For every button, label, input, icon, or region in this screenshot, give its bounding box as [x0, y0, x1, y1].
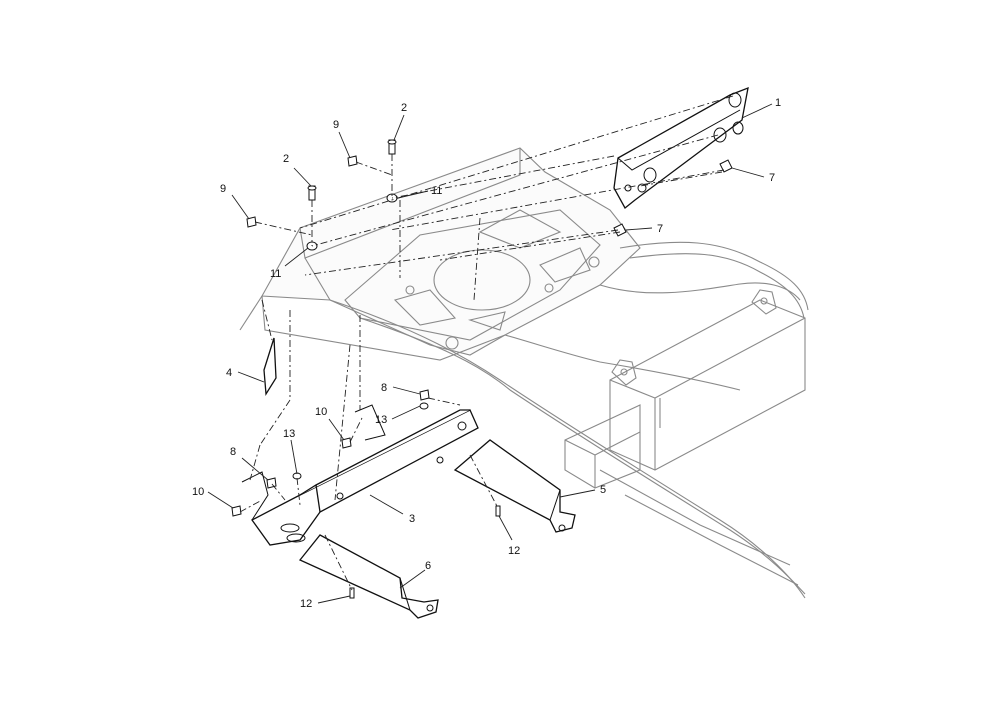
part-5-plate — [453, 439, 576, 533]
part-3-bracket — [241, 404, 479, 546]
part-6-plate — [298, 534, 439, 619]
callout-9-right: 9 — [333, 119, 339, 131]
part-2-bolt-left — [307, 185, 317, 201]
callout-6: 6 — [425, 560, 431, 572]
machine-frame — [239, 147, 809, 599]
callout-12-right: 12 — [508, 545, 520, 557]
callout-9-left: 9 — [220, 183, 226, 195]
callout-1: 1 — [775, 97, 781, 109]
callout-13-left: 13 — [283, 428, 295, 440]
part-8-bolt-right — [419, 389, 430, 401]
callout-labels: 1 2 2 3 4 5 6 7 7 8 8 9 9 10 10 11 11 12… — [192, 97, 781, 610]
callout-10-lower: 10 — [192, 486, 204, 498]
part-8-bolt-left — [266, 477, 277, 489]
part-4-panel — [263, 337, 277, 397]
part-9-bolt-right — [347, 155, 358, 167]
callout-13-right: 13 — [375, 414, 387, 426]
callout-3: 3 — [409, 513, 415, 525]
part-10-bolt-lower — [231, 505, 242, 517]
part-9-bolt-left — [246, 216, 257, 228]
callout-10-upper: 10 — [315, 406, 327, 418]
assembly-lines — [239, 95, 734, 591]
callout-8-left: 8 — [230, 446, 236, 458]
part-1-shield — [613, 86, 749, 209]
part-12-fastener-left — [349, 587, 355, 599]
part-12-fastener-right — [495, 505, 501, 517]
part-10-bolt-upper — [341, 437, 352, 449]
callout-11-left: 11 — [270, 268, 281, 280]
leader-lines — [207, 103, 773, 604]
part-13-nut-right — [419, 402, 429, 410]
callout-2-left: 2 — [283, 153, 289, 165]
part-2-bolt-right — [387, 139, 397, 155]
callout-7-lower: 7 — [657, 223, 663, 235]
callout-11-right: 11 — [431, 185, 442, 197]
callout-7-upper: 7 — [769, 172, 775, 184]
callout-12-left: 12 — [300, 598, 312, 610]
callout-2-right: 2 — [401, 102, 407, 114]
callout-8-right: 8 — [381, 382, 387, 394]
callout-5: 5 — [600, 484, 606, 496]
callout-4: 4 — [226, 367, 232, 379]
part-7-nut-lower — [613, 223, 627, 237]
